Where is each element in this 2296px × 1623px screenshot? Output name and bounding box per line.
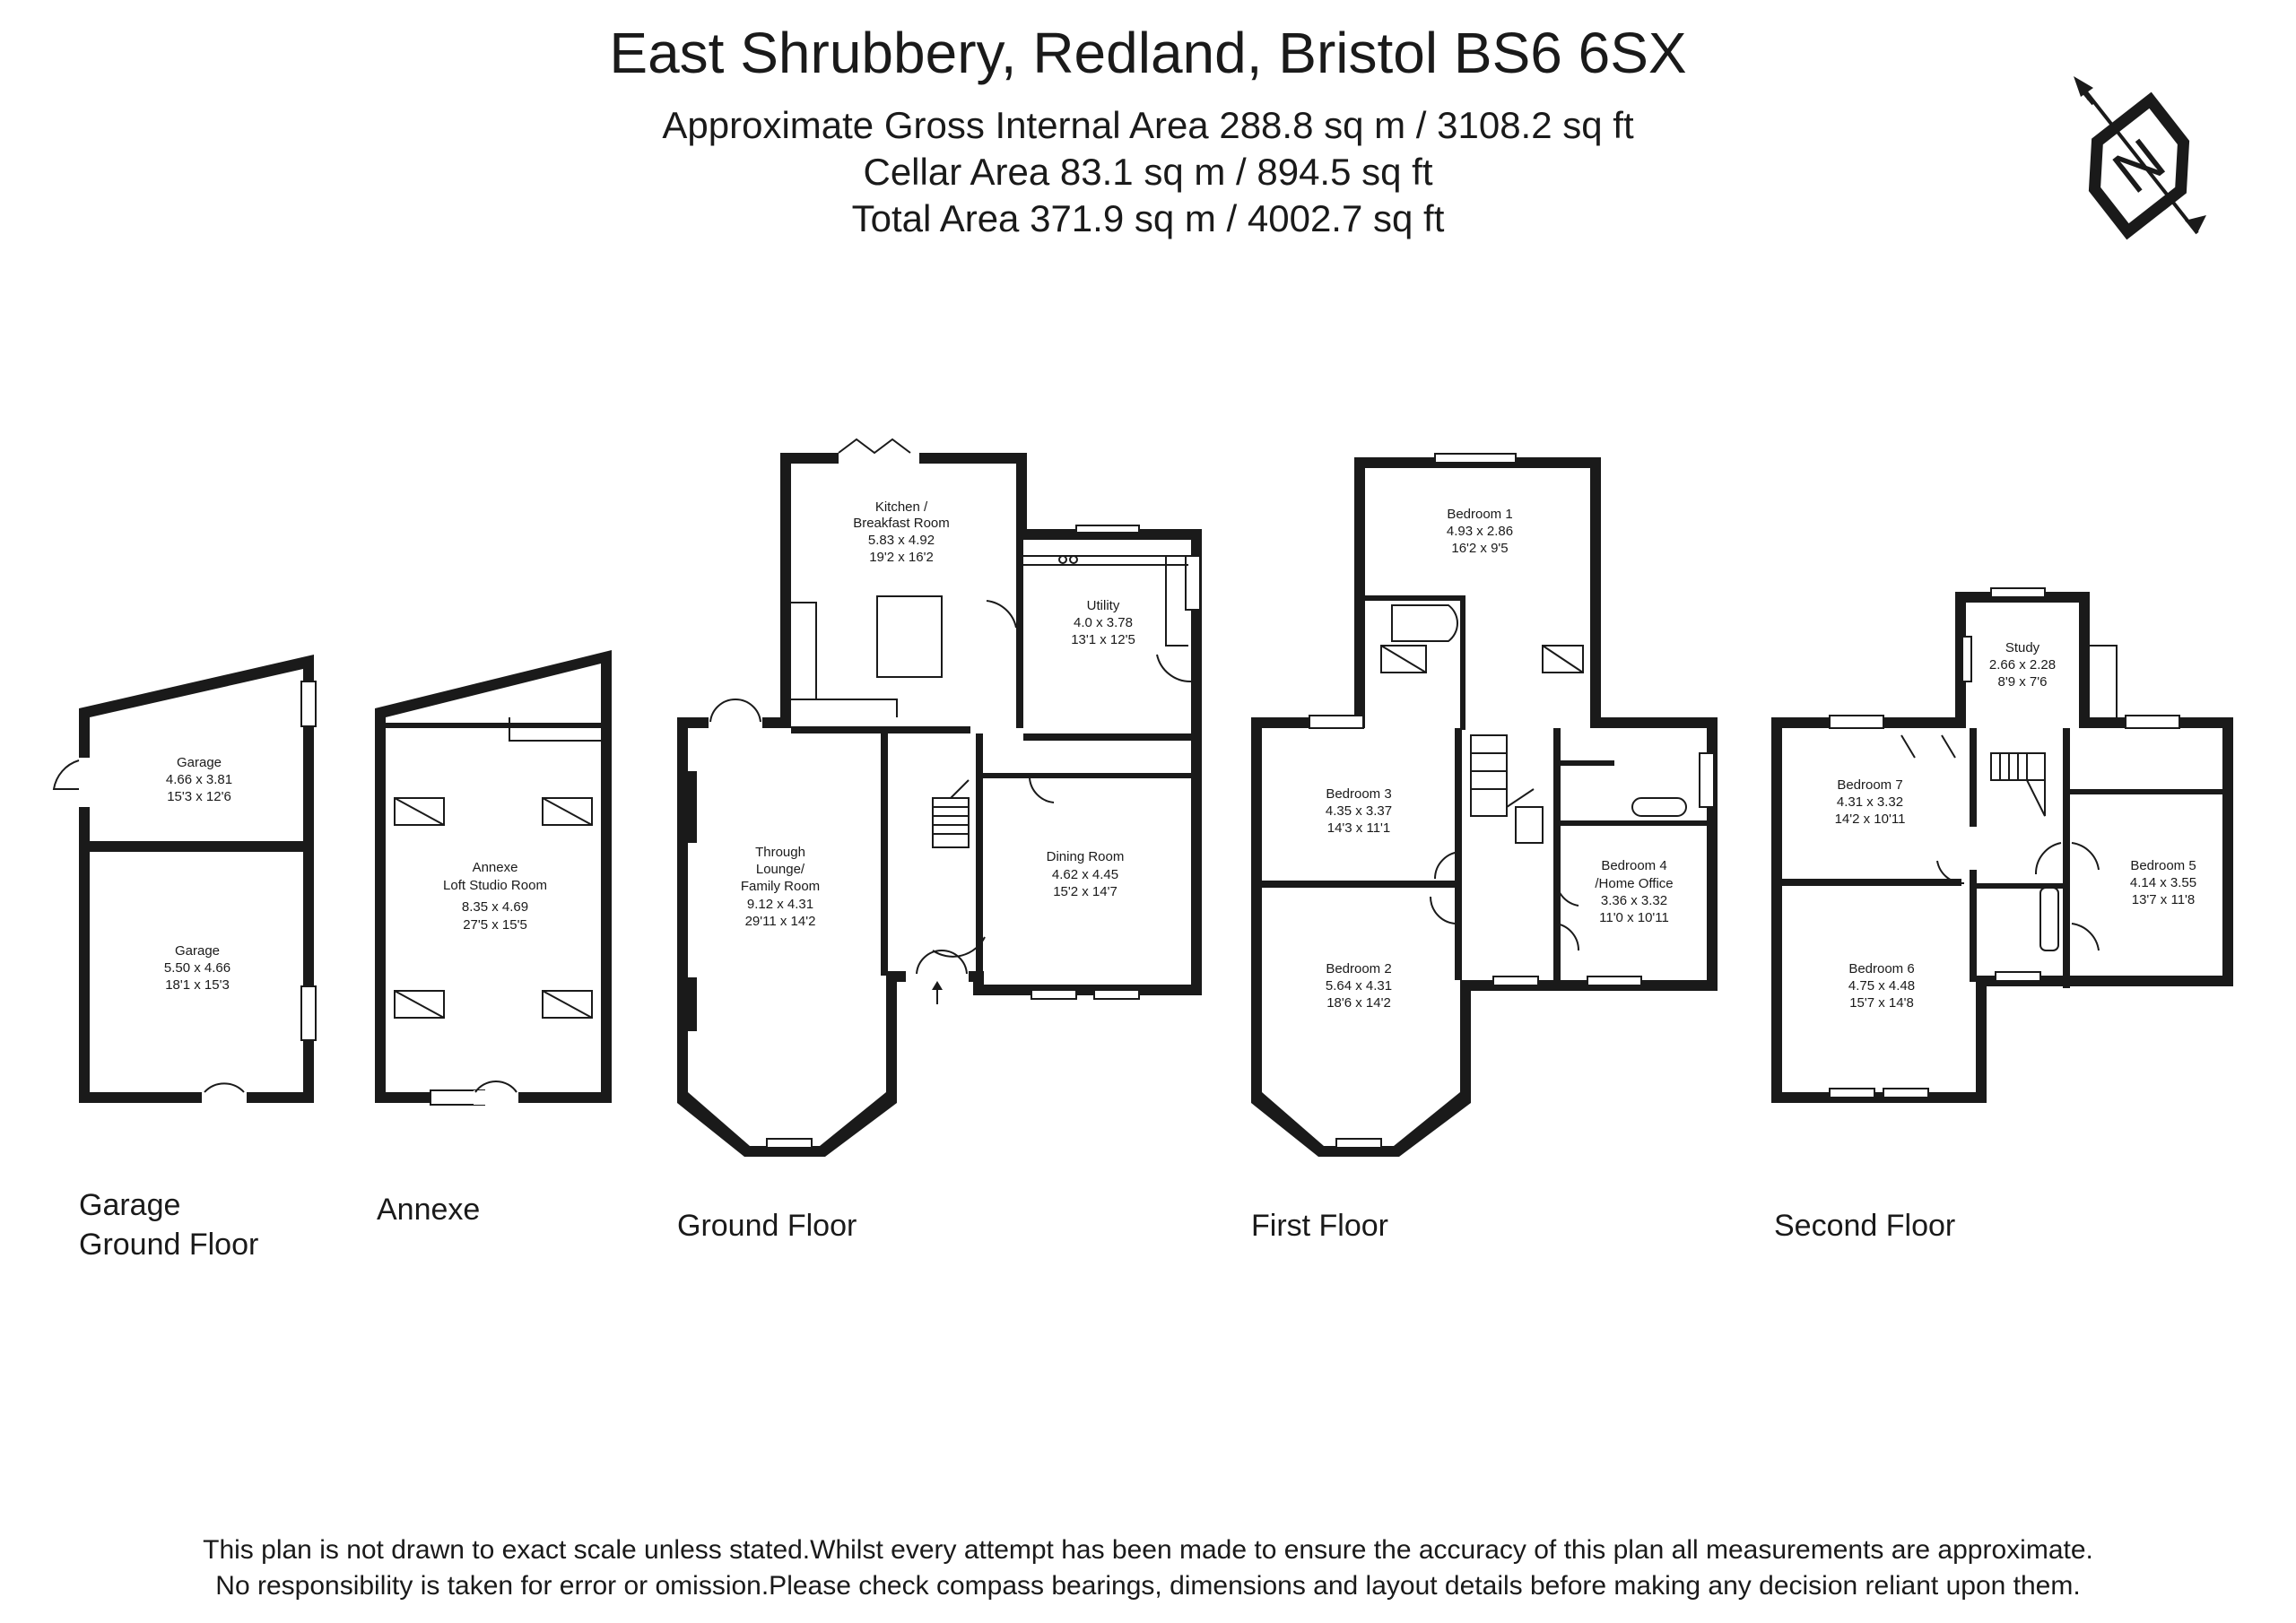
utility-name: Utility [1087,598,1120,613]
garage-upper-metric: 4.66 x 3.81 [166,772,232,787]
lounge-name: Through [755,845,805,860]
dining-name: Dining Room [1047,849,1125,864]
lounge-name2: Lounge/ [756,862,805,877]
floor-label-first: First Floor [1251,1209,1388,1243]
second-floor-plan: Study 2.66 x 2.28 8'9 x 7'6 Bedroom 7 4.… [1771,587,2233,1103]
bedroom7-name: Bedroom 7 [1837,777,1902,793]
garage-upper-name: Garage [177,755,222,770]
floor-label-annexe: Annexe [377,1193,481,1227]
bedroom3-metric: 4.35 x 3.37 [1326,803,1392,819]
bedroom6-metric: 4.75 x 4.48 [1848,978,1915,994]
bedroom7-metric: 4.31 x 3.32 [1837,794,1903,810]
bedroom3-imperial: 14'3 x 11'1 [1327,820,1391,836]
garage-lower-metric: 5.50 x 4.66 [164,960,230,976]
floor-label-garage: Garage Ground Floor [79,1188,259,1262]
bedroom2-name: Bedroom 2 [1326,961,1391,976]
floor-label-ground: Ground Floor [677,1209,857,1243]
bedroom1-imperial: 16'2 x 9'5 [1451,541,1508,556]
kitchen-imperial: 19'2 x 16'2 [869,550,934,565]
study-imperial: 8'9 x 7'6 [1998,674,2048,690]
dining-metric: 4.62 x 4.45 [1052,867,1118,882]
bedroom5-imperial: 13'7 x 11'8 [2132,892,2196,907]
lounge-metric: 9.12 x 4.31 [747,897,813,912]
lounge-imperial: 29'11 x 14'2 [745,914,816,929]
garage-plan: Garage 4.66 x 3.81 15'3 x 12'6 Garage 5.… [52,655,317,1105]
garage-lower-imperial: 18'1 x 15'3 [165,977,230,993]
study-name: Study [2005,640,2040,655]
annexe-room-name2: Loft Studio Room [443,878,547,893]
study-metric: 2.66 x 2.28 [1989,657,2056,673]
dining-imperial: 15'2 x 14'7 [1053,884,1118,899]
total-area-line: Total Area 371.9 sq m / 4002.7 sq ft [851,197,1445,239]
kitchen-name: Kitchen / [875,499,928,515]
bedroom1-metric: 4.93 x 2.86 [1447,524,1513,539]
bedroom3-name: Bedroom 3 [1326,786,1391,802]
bedroom2-metric: 5.64 x 4.31 [1326,978,1392,994]
annexe-room-imperial: 27'5 x 15'5 [463,917,527,933]
kitchen-name2: Breakfast Room [853,516,950,531]
bedroom5-name: Bedroom 5 [2130,858,2196,873]
bedroom4-name: Bedroom 4 [1601,858,1666,873]
annexe-plan: Annexe Loft Studio Room 8.35 x 4.69 27'5… [375,650,612,1106]
bedroom4-metric: 3.36 x 3.32 [1601,893,1667,908]
disclaimer-line-2: No responsibility is taken for error or … [215,1571,2081,1601]
utility-metric: 4.0 x 3.78 [1074,615,1133,630]
bedroom1-name: Bedroom 1 [1447,507,1512,522]
gross-area-line: Approximate Gross Internal Area 288.8 sq… [662,104,1634,146]
bedroom6-imperial: 15'7 x 14'8 [1849,995,1914,1011]
lounge-name3: Family Room [741,879,820,894]
bedroom7-imperial: 14'2 x 10'11 [1835,812,1906,827]
utility-imperial: 13'1 x 12'5 [1071,632,1135,647]
annexe-room-metric: 8.35 x 4.69 [462,899,528,915]
bedroom2-imperial: 18'6 x 14'2 [1326,995,1391,1011]
floor-label-second: Second Floor [1774,1209,1956,1243]
bedroom4-name2: /Home Office [1595,876,1673,891]
ground-floor-plan: Kitchen / Breakfast Room 5.83 x 4.92 19'… [677,438,1202,1157]
plan-title: East Shrubbery, Redland, Bristol BS6 6SX [609,21,1687,85]
garage-lower-name: Garage [175,943,220,959]
bedroom4-imperial: 11'0 x 10'11 [1599,910,1669,925]
cellar-area-line: Cellar Area 83.1 sq m / 894.5 sq ft [863,151,1433,193]
garage-upper-imperial: 15'3 x 12'6 [167,789,231,804]
first-floor-plan: Bedroom 1 4.93 x 2.86 16'2 x 9'5 Bedroom… [1251,453,1718,1157]
north-arrow-icon: N [2074,76,2206,240]
bedroom6-name: Bedroom 6 [1848,961,1914,976]
annexe-room-name: Annexe [473,860,518,875]
bedroom5-metric: 4.14 x 3.55 [2130,875,2196,890]
disclaimer-line-1: This plan is not drawn to exact scale un… [203,1535,2093,1565]
kitchen-metric: 5.83 x 4.92 [868,533,935,548]
